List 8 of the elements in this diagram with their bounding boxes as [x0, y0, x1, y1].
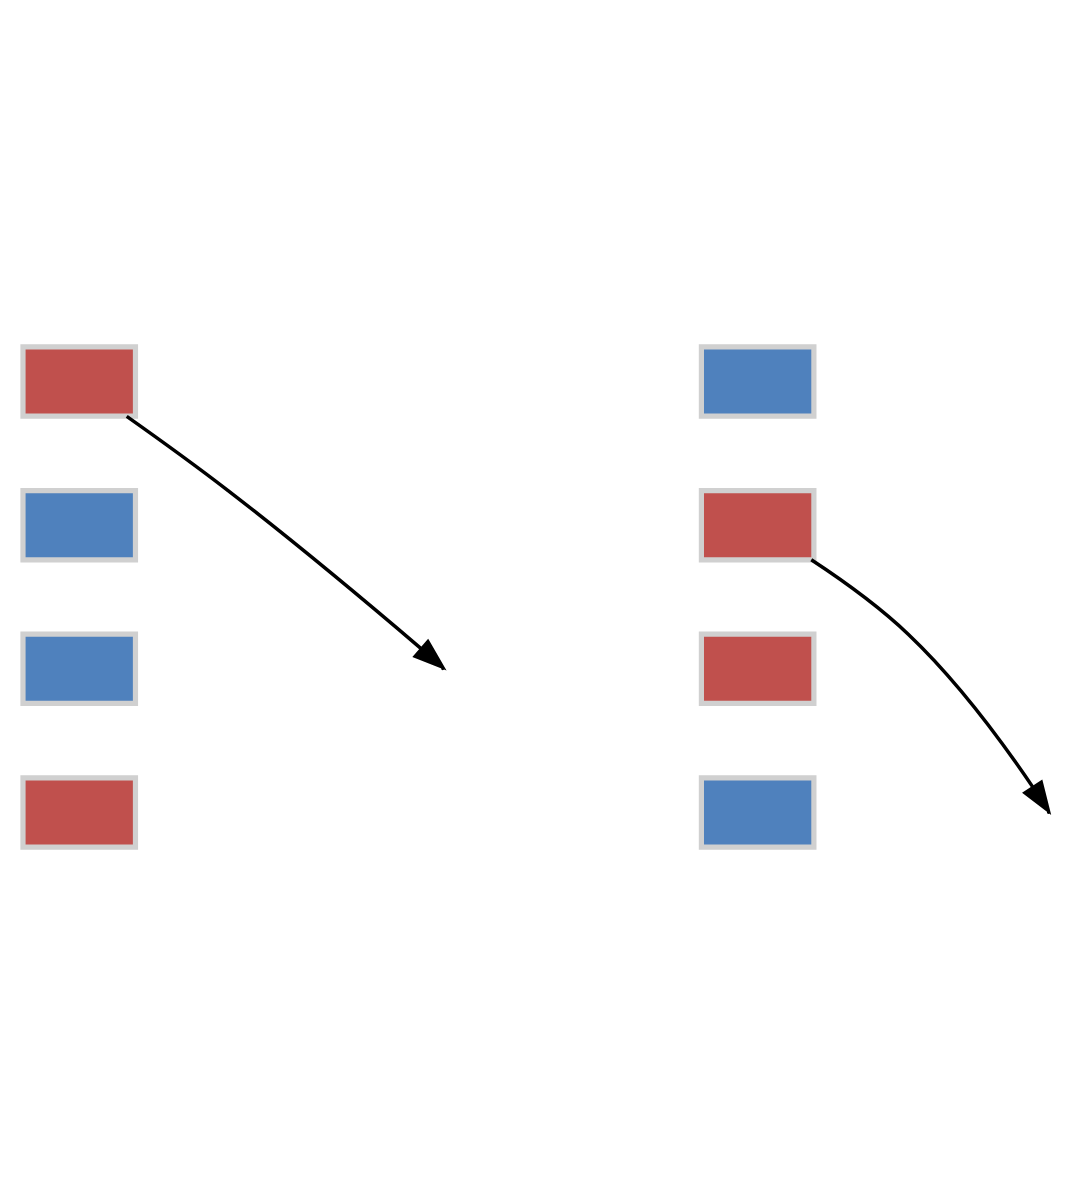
node-box [698, 774, 817, 849]
node-box [698, 486, 817, 562]
node-box [20, 630, 139, 706]
node-box [698, 343, 817, 418]
node-box [20, 343, 139, 418]
node-box [20, 774, 139, 849]
node-box [698, 630, 817, 706]
node-box [20, 486, 139, 562]
